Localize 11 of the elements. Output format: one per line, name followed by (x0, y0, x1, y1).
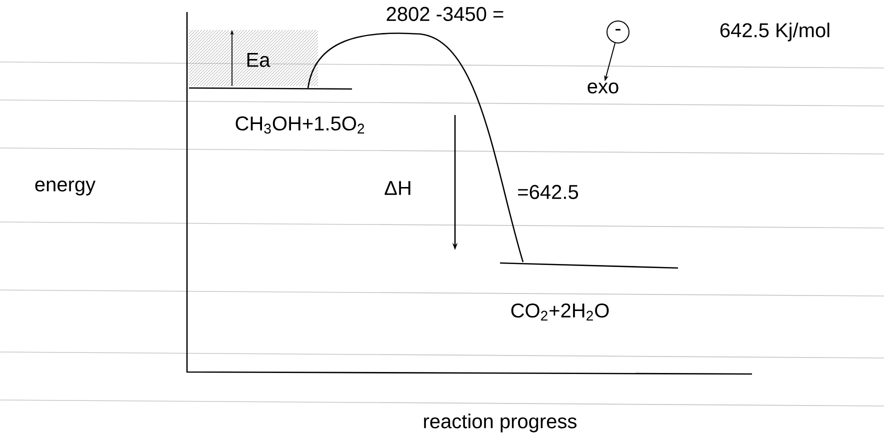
label: Ea (247, 53, 270, 67)
axis-label: energy (35, 180, 96, 196)
note-text: exo (588, 82, 618, 94)
value-label: =642.5 (518, 184, 578, 200)
equation: 642.5 Kj/mol (720, 22, 830, 42)
label: ΔH (384, 181, 410, 195)
circled-sign: - (606, 20, 630, 44)
species-label: CO$_{2}$+2H$_{2}$O (511, 303, 609, 321)
equation: 2802 -3450 = (386, 6, 504, 22)
species-label: CH$_{3}$OH+1.5O$_{2}$ (236, 116, 364, 134)
axis-label: reaction progress (424, 414, 576, 432)
